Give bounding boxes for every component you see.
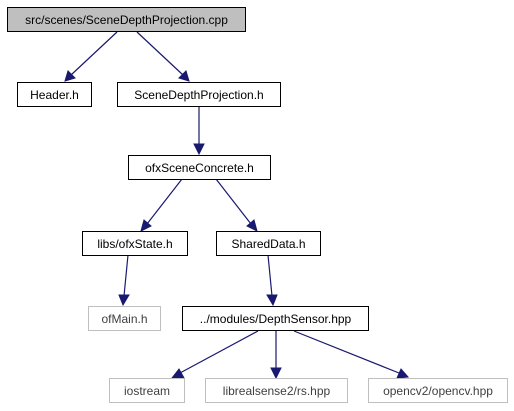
node-root-file-label: src/scenes/SceneDepthProjection.cpp xyxy=(25,13,228,27)
node-iostream: iostream xyxy=(109,378,185,403)
edge-ofx-scene-concrete-to-ofx-state xyxy=(140,178,183,232)
node-librealsense-rs-hpp-label: librealsense2/rs.hpp xyxy=(223,384,331,398)
node-scene-depth-projection-h[interactable]: SceneDepthProjection.h xyxy=(117,82,281,107)
node-ofx-scene-concrete-h[interactable]: ofxSceneConcrete.h xyxy=(128,155,271,180)
node-ofx-state-h-label: libs/ofxState.h xyxy=(97,237,172,251)
node-scene-depth-projection-h-label: SceneDepthProjection.h xyxy=(134,88,263,102)
edge-root-to-scene-depth-projection xyxy=(136,31,190,82)
node-opencv-hpp: opencv2/opencv.hpp xyxy=(368,378,508,403)
edge-root-to-header xyxy=(64,31,118,82)
edge-depth-sensor-to-opencv xyxy=(293,330,410,379)
node-shared-data-h[interactable]: SharedData.h xyxy=(216,231,321,256)
edge-scene-depth-projection-to-ofx-scene-concrete xyxy=(193,106,205,156)
node-librealsense-rs-hpp: librealsense2/rs.hpp xyxy=(205,378,348,403)
node-ofx-state-h[interactable]: libs/ofxState.h xyxy=(82,231,188,256)
node-of-main-h: ofMain.h xyxy=(88,306,161,331)
node-shared-data-h-label: SharedData.h xyxy=(231,237,305,251)
node-root-file[interactable]: src/scenes/SceneDepthProjection.cpp xyxy=(7,7,246,32)
node-header-h-label: Header.h xyxy=(30,88,79,102)
node-header-h[interactable]: Header.h xyxy=(17,82,92,107)
edge-depth-sensor-to-iostream xyxy=(170,330,259,379)
edge-depth-sensor-to-librealsense xyxy=(270,331,282,380)
edge-ofx-scene-concrete-to-shared-data xyxy=(215,178,258,232)
node-depth-sensor-hpp[interactable]: ../modules/DepthSensor.hpp xyxy=(182,306,369,331)
node-ofx-scene-concrete-h-label: ofxSceneConcrete.h xyxy=(145,161,254,175)
edge-ofx-state-to-of-main xyxy=(118,254,130,307)
node-iostream-label: iostream xyxy=(124,384,170,398)
node-of-main-h-label: ofMain.h xyxy=(101,312,147,326)
edge-shared-data-to-depth-sensor xyxy=(266,254,278,307)
node-opencv-hpp-label: opencv2/opencv.hpp xyxy=(383,384,493,398)
node-depth-sensor-hpp-label: ../modules/DepthSensor.hpp xyxy=(200,312,352,326)
